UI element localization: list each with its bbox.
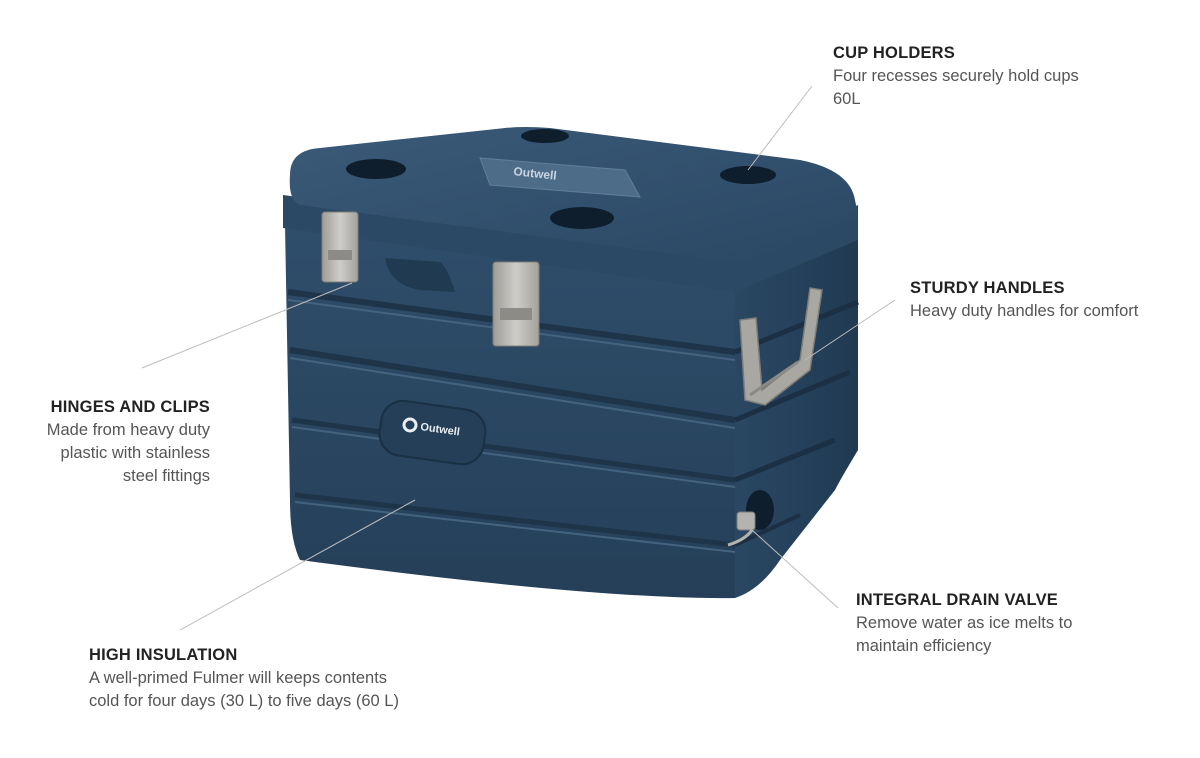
callout-title: STURDY HANDLES [910,279,1065,297]
callout-title: INTEGRAL DRAIN VALVE [856,591,1059,609]
cooler-body [285,225,859,599]
callout-desc-line: cold for four days (30 L) to five days (… [89,692,399,710]
cup-holder-recess [720,166,776,184]
leader-line-hinges-and-clips [141,282,353,369]
lid-brand-logo: Outwell [513,164,558,182]
callout-high-insulation: HIGH INSULATION A well-primed Fulmer wil… [89,644,399,713]
callout-integral-drain-valve: INTEGRAL DRAIN VALVE Remove water as ice… [856,589,1072,658]
callout-cup-holders: CUP HOLDERS Four recesses securely hold … [833,42,1079,111]
callout-desc-line: Heavy duty handles for comfort [910,302,1139,320]
callout-title: HIGH INSULATION [89,646,238,664]
leader-lines [141,85,896,631]
callout-sturdy-handles: STURDY HANDLES Heavy duty handles for co… [910,277,1138,323]
callout-desc-line: steel fittings [122,467,210,485]
callout-title: CUP HOLDERS [833,44,955,62]
lid-grip-recess [385,258,455,292]
leader-line-high-insulation [179,499,416,631]
callout-desc-line: Four recesses securely hold cups [833,67,1079,85]
hinge-clip-right [492,261,540,347]
leader-line-cup-holders [747,85,813,171]
callout-title: HINGES AND CLIPS [50,398,210,416]
callout-desc-line: A well-primed Fulmer will keeps contents [89,669,388,687]
leader-line-sturdy-handles [804,299,896,361]
brand-logo-icon [402,417,418,433]
front-brand-logo: Outwell [420,421,461,438]
cup-holder-recess [346,159,406,179]
cup-holder-recess [521,129,569,143]
callout-desc-line: maintain efficiency [856,637,992,655]
cup-holder-recess [550,207,614,229]
callout-desc-line: 60L [833,90,861,108]
callout-hinges-and-clips: HINGES AND CLIPS Made from heavy duty pl… [0,396,210,488]
callout-desc-line: Made from heavy duty [46,421,210,439]
leader-line-drain-valve [751,529,839,609]
callout-desc-line: Remove water as ice melts to [856,614,1073,632]
drain-valve [727,490,774,547]
hinge-clip-left [321,211,359,283]
side-handle [739,287,823,406]
cooler-lid [283,127,858,292]
callout-desc-line: plastic with stainless [60,444,210,462]
